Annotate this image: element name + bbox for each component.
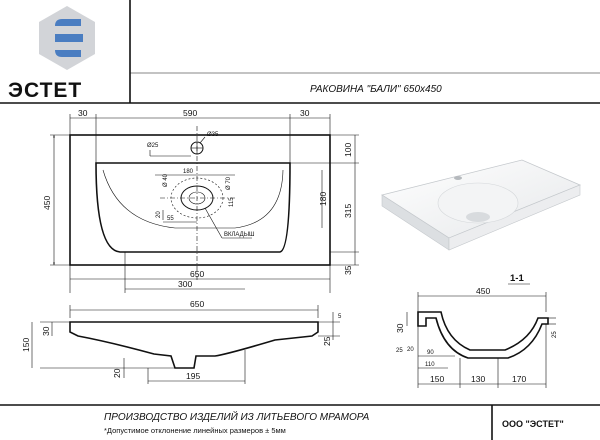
sink-3d-render xyxy=(381,159,582,251)
dim-bowl-inner: 180 xyxy=(318,192,328,206)
dim-drain-offset: 55 xyxy=(167,216,174,222)
dim-inner-width: 590 xyxy=(183,108,197,118)
dim-top-to-hole: 100 xyxy=(343,143,353,157)
dim-front-edge-small: 5 xyxy=(338,314,342,320)
dim-section-170: 170 xyxy=(512,374,526,384)
dim-right-margin: 30 xyxy=(300,108,310,118)
dim-tap-hole: Ø35 xyxy=(207,132,219,138)
dim-section-width: 450 xyxy=(476,286,490,296)
dim-drain-d: Ø25 xyxy=(147,143,159,149)
dim-depth: 450 xyxy=(42,196,52,210)
dim-front-drain-offset: 20 xyxy=(112,368,122,378)
dim-front-drain-width: 195 xyxy=(186,371,200,381)
dim-section-130: 130 xyxy=(471,374,485,384)
company-name: ООО "ЭСТЕТ" xyxy=(502,419,564,429)
front-view: 650 150 30 25 5 195 20 xyxy=(21,299,342,384)
dim-section-20: 20 xyxy=(407,347,414,353)
dim-section-90: 90 xyxy=(427,350,434,356)
dim-small-115: 115 xyxy=(229,197,235,207)
section-label: 1-1 xyxy=(510,273,524,284)
section-1-1: 1-1 450 30 25 25 20 90 110 150 130 170 xyxy=(395,273,558,388)
dim-drain-span: 180 xyxy=(183,169,194,175)
estet-logo-icon xyxy=(39,6,95,70)
tolerance-note: *Допустимое отклонение линейных размеров… xyxy=(104,426,286,435)
dim-bowl-depth: 315 xyxy=(343,204,353,218)
dim-section-inner: 25 xyxy=(396,348,403,354)
dim-half-width: 300 xyxy=(178,279,192,289)
dim-section-110: 110 xyxy=(425,362,435,368)
dim-section-rim: 30 xyxy=(395,323,405,333)
dim-ring-d70: Ø 70 xyxy=(226,176,232,190)
brand-name: ЭСТЕТ xyxy=(8,79,82,102)
dim-small-20: 20 xyxy=(156,211,162,218)
dim-left-margin: 30 xyxy=(78,108,88,118)
dim-front-width: 650 xyxy=(190,299,204,309)
dim-front-edge: 25 xyxy=(322,336,332,346)
dim-ring-d40: Ø 40 xyxy=(163,173,169,187)
dim-section-drop: 25 xyxy=(552,331,558,338)
insert-callout: ВКЛАДЫШ xyxy=(224,232,255,238)
product-title: РАКОВИНА "БАЛИ" 650х450 xyxy=(310,84,442,95)
dim-section-150: 150 xyxy=(430,374,444,384)
material-note: ПРОИЗВОДСТВО ИЗДЕЛИЙ ИЗ ЛИТЬЕВОГО МРАМОР… xyxy=(104,410,370,423)
dim-bottom-rim: 35 xyxy=(343,265,353,275)
dim-front-rim: 30 xyxy=(41,326,51,336)
plan-view: ВКЛАДЫШ 30 590 30 450 100 315 35 180 Ø35… xyxy=(42,108,359,293)
dim-total-width: 650 xyxy=(190,269,204,279)
dim-front-height: 150 xyxy=(21,338,31,352)
